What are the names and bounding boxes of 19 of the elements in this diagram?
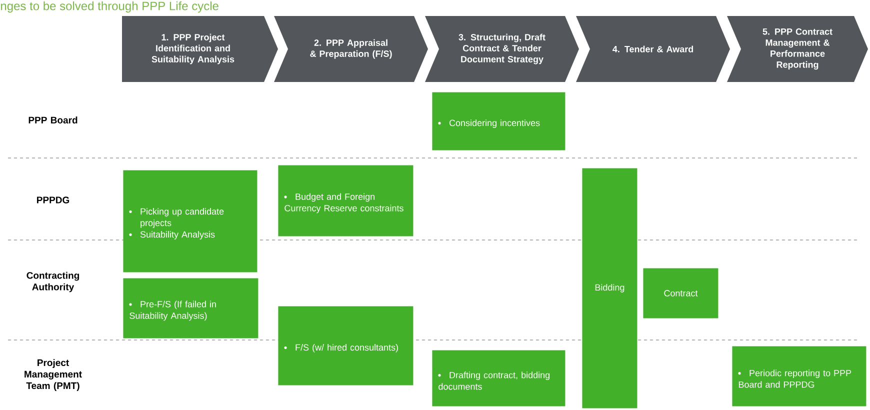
activity-box: Contract [643, 268, 718, 318]
activity-box: Periodic reporting to PPP Board and PPPDG [732, 346, 866, 406]
activity-box: Drafting contract, bidding documents [432, 350, 566, 406]
phase-header: 4. Tender & Award [576, 16, 730, 82]
lane-label: Contracting Authority [26, 272, 80, 292]
phase-header: 5. PPP Contract Management & Performance Reporting [727, 16, 868, 82]
phase-header: 3. Structuring, Draft Contract & Tender Document Strategy [425, 16, 579, 82]
phase-header: 1. PPP Project Identification and Suitability Analysis [122, 16, 278, 82]
activity-box: Picking up candidate projects Suitability Analysis [123, 170, 258, 272]
activity-box: F/S (w/ hired consultants) [278, 306, 414, 386]
title: nges to be solved through PPP Life cycle [1, 1, 218, 13]
activity-box: Considering incentives [432, 92, 566, 150]
lane-label: PPPDG [37, 196, 70, 204]
phase-header: 2. PPP Appraisal & Preparation (F/S) [274, 16, 428, 82]
activity-box: Pre-F/S (If failed in Suitability Analysis) [123, 278, 258, 338]
lane-label: PPP Board [28, 116, 78, 124]
lane-label: Project Management Team (PMT) [24, 359, 82, 391]
activity-box: Bidding [582, 168, 638, 408]
activity-box: Budget and Foreign Currency Reserve constraints [278, 165, 414, 236]
